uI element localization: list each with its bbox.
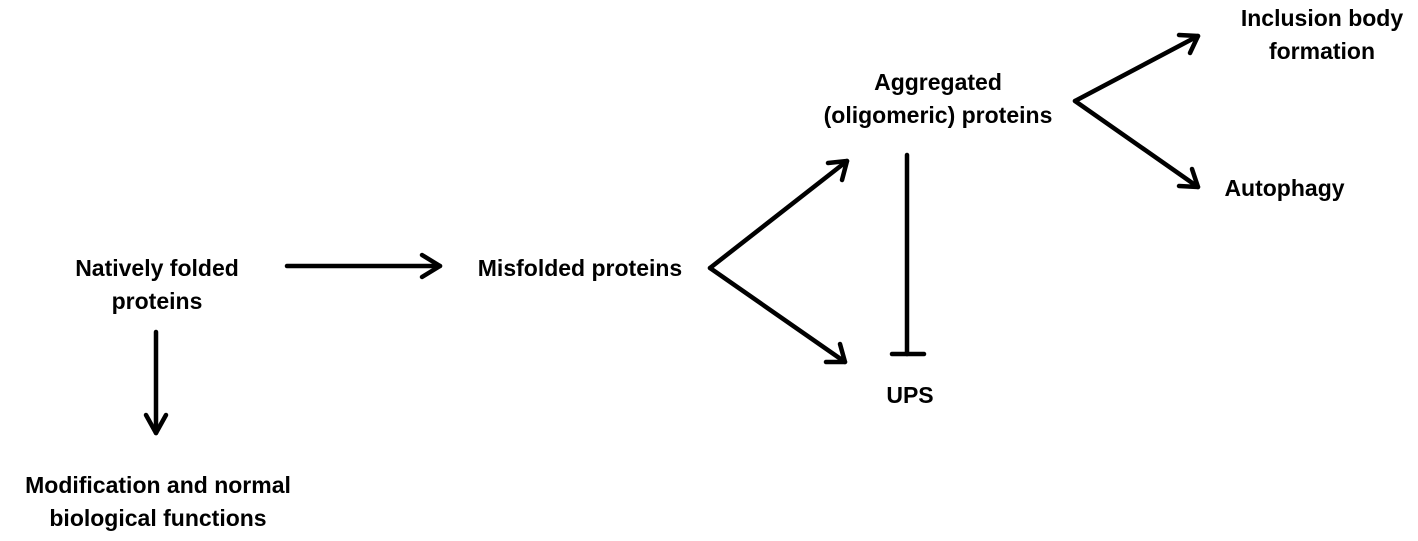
node-inclusion-body-formation: Inclusion body formation [1222,2,1418,68]
node-label-line1: Natively folded [75,255,239,281]
node-label-line1: Autophagy [1224,175,1345,201]
node-aggregated-proteins: Aggregated (oligomeric) proteins [813,66,1063,132]
inhibition-aggregated-to-ups [889,152,927,357]
arrow-native-to-modification [143,329,169,436]
node-label-line1: Misfolded proteins [477,255,683,281]
node-label-line1: UPS [886,382,934,408]
node-label-line1: Inclusion body [1240,5,1404,31]
arrow-native-to-misfolded [284,252,443,280]
arrow-misfolded-to-ups [707,265,848,365]
node-natively-folded-proteins: Natively folded proteins [47,252,267,318]
node-misfolded-proteins: Misfolded proteins [455,252,705,285]
node-modification-normal-functions: Modification and normal biological funct… [0,469,316,535]
node-label-line1: Modification and normal [25,472,291,498]
arrow-misfolded-to-aggregated [707,158,850,271]
node-ups: UPS [860,379,960,412]
arrow-aggregated-to-inclusion [1072,32,1201,104]
node-label-line1: Aggregated [874,69,1002,95]
node-label-line2: proteins [111,288,203,314]
node-label-line2: formation [1268,38,1376,64]
arrow-aggregated-to-autophagy [1072,98,1201,190]
node-autophagy: Autophagy [1192,172,1377,205]
node-label-line2: biological functions [49,505,267,531]
node-label-line2: (oligomeric) proteins [823,102,1053,128]
